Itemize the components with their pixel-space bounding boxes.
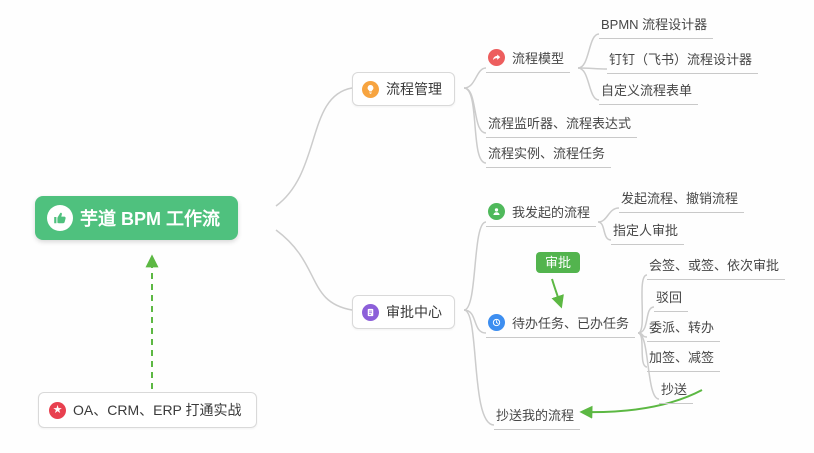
connector-my-initiate	[597, 207, 620, 223]
node-countersign[interactable]: 会签、或签、依次审批	[647, 252, 786, 280]
delegate-transfer-label: 委派、转办	[649, 320, 715, 335]
arrow-cc-to-cc-my	[579, 389, 703, 419]
connector-todo-cc	[637, 332, 660, 400]
connector-my-assignee	[597, 221, 612, 241]
connector-ac-cc-my	[463, 309, 495, 426]
node-todo-done[interactable]: 待办任务、已办任务	[486, 310, 636, 338]
connector-root-process-mgmt	[275, 87, 353, 207]
star-icon: ★	[49, 401, 66, 419]
oa-crm-erp-label: OA、CRM、ERP 打通实战	[73, 402, 242, 418]
node-my-initiated[interactable]: 我发起的流程	[486, 199, 597, 227]
root-label: 芋道 BPM 工作流	[80, 209, 221, 229]
node-dingtalk-designer[interactable]: 钉钉（飞书）流程设计器	[607, 46, 759, 74]
node-initiate-revoke[interactable]: 发起流程、撤销流程	[619, 185, 745, 213]
approval-center-label: 审批中心	[386, 304, 442, 320]
connector-ac-todo	[463, 309, 487, 334]
reject-label: 驳回	[656, 290, 683, 305]
instance-task-label: 流程实例、流程任务	[488, 146, 606, 161]
process-model-label: 流程模型	[512, 51, 565, 66]
node-delegate-transfer[interactable]: 委派、转办	[647, 314, 721, 342]
dingtalk-designer-label: 钉钉（飞书）流程设计器	[609, 52, 753, 67]
initiate-revoke-label: 发起流程、撤销流程	[621, 191, 739, 206]
connector-pm-model	[463, 67, 487, 89]
my-initiated-label: 我发起的流程	[512, 205, 591, 220]
node-listener-expression[interactable]: 流程监听器、流程表达式	[486, 110, 638, 138]
todo-done-label: 待办任务、已办任务	[512, 316, 630, 331]
node-process-management[interactable]: 流程管理	[352, 72, 455, 106]
clipboard-icon	[362, 303, 379, 321]
lightbulb-icon	[362, 80, 379, 98]
node-reject[interactable]: 驳回	[654, 284, 689, 312]
countersign-label: 会签、或签、依次审批	[649, 258, 780, 273]
clock-icon	[488, 314, 505, 331]
thumbs-up-icon	[47, 205, 73, 231]
add-remove-sign-label: 加签、减签	[649, 350, 715, 365]
node-add-remove-sign[interactable]: 加签、减签	[647, 344, 721, 372]
cc-label: 抄送	[661, 382, 688, 397]
node-bpmn-designer[interactable]: BPMN 流程设计器	[599, 11, 714, 39]
connector-todo-countersign	[637, 274, 648, 334]
node-cc[interactable]: 抄送	[659, 376, 694, 404]
share-flow-icon	[488, 49, 505, 66]
node-approval-center[interactable]: 审批中心	[352, 295, 455, 329]
node-assignee-approval[interactable]: 指定人审批	[611, 217, 685, 245]
node-process-model[interactable]: 流程模型	[486, 45, 571, 73]
node-cc-my-process[interactable]: 抄送我的流程	[494, 402, 581, 430]
person-icon	[488, 203, 505, 220]
node-instance-task[interactable]: 流程实例、流程任务	[486, 140, 612, 168]
connector-model-custom	[577, 67, 600, 101]
cc-my-process-label: 抄送我的流程	[496, 408, 575, 423]
assignee-approval-label: 指定人审批	[613, 223, 679, 238]
listener-expression-label: 流程监听器、流程表达式	[488, 116, 632, 131]
connector-ac-my-initiated	[463, 221, 487, 311]
connector-model-bpmn	[577, 33, 600, 69]
process-management-label: 流程管理	[386, 81, 442, 97]
connector-todo-reject	[637, 306, 655, 334]
custom-form-label: 自定义流程表单	[601, 83, 693, 98]
arrow-badge-to-todo	[551, 278, 564, 309]
bpmn-designer-label: BPMN 流程设计器	[601, 17, 708, 32]
node-custom-form[interactable]: 自定义流程表单	[599, 77, 699, 105]
node-oa-crm-erp[interactable]: ★ OA、CRM、ERP 打通实战	[38, 392, 257, 428]
connector-pm-instance	[463, 87, 487, 164]
connector-root-approval-center	[275, 229, 353, 311]
node-root[interactable]: 芋道 BPM 工作流	[35, 196, 239, 240]
edge-label-approval[interactable]: 审批	[536, 252, 581, 273]
